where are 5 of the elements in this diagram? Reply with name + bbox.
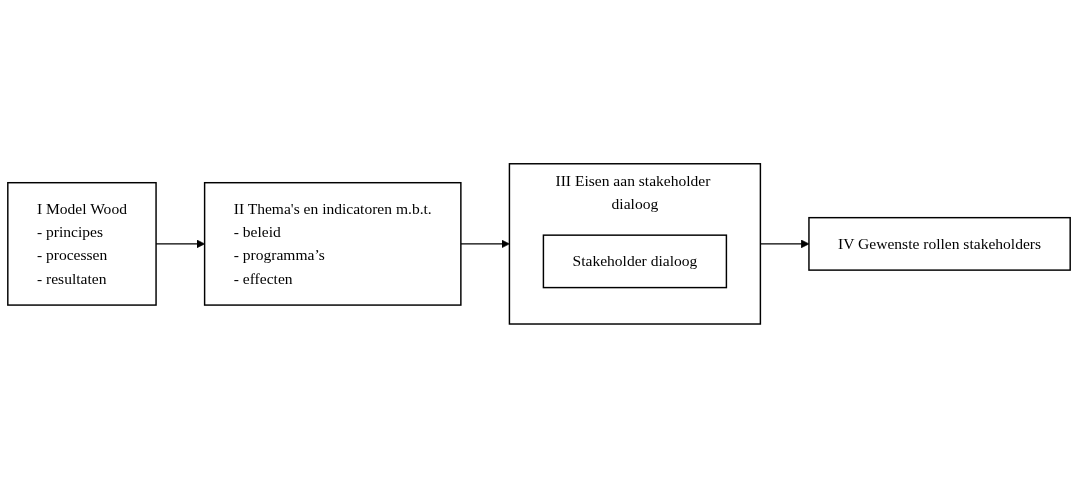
node-box: I Model Wood - principes - processen - resultaten xyxy=(7,182,157,306)
node-box: IV Gewenste rollen stakeholders xyxy=(808,217,1071,271)
node-box: II Thema's en indicatoren m.b.t. - beleid - programma’s - effecten xyxy=(203,182,462,306)
node-box: Stakeholder dialoog xyxy=(542,234,728,289)
arrow xyxy=(460,239,510,249)
